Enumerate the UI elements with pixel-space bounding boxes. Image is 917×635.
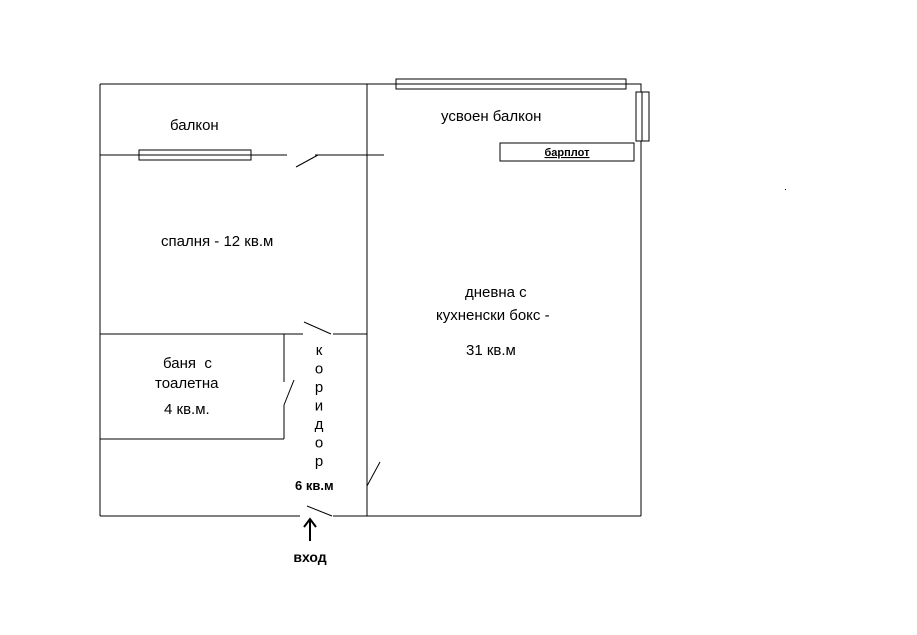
- bedroom-label: спалня - 12 кв.м: [161, 233, 273, 250]
- corridor-letter: о: [315, 361, 323, 378]
- corridor-letter: д: [315, 416, 324, 433]
- corridor-letter: и: [315, 398, 323, 415]
- bath-label-line2: тоалетна: [155, 375, 219, 392]
- bar-counter: барплот: [499, 142, 635, 162]
- outer-walls: [99, 83, 642, 517]
- door-entrance: [306, 505, 333, 517]
- bath-area-label: 4 кв.м.: [164, 401, 210, 418]
- windows: [138, 78, 650, 161]
- corridor-area-label: 6 кв.м: [295, 478, 334, 493]
- enclosed-balcony-label: усвоен балкон: [441, 108, 541, 125]
- corridor-letter: к: [316, 342, 323, 359]
- entrance-label: вход: [293, 549, 326, 565]
- bath-label-line1: баня с: [163, 355, 212, 372]
- entrance-arrow-icon: [303, 517, 317, 541]
- door-living: [366, 461, 381, 487]
- door-balcony: [295, 154, 319, 168]
- living-label-line2: кухненски бокс -: [436, 307, 550, 324]
- corridor-label: к о р и д о р: [315, 342, 324, 470]
- bar-counter-box: [499, 142, 635, 162]
- balcony-label: балкон: [170, 117, 219, 134]
- interior-walls: [100, 84, 384, 516]
- corridor-letter: р: [315, 453, 323, 470]
- bar-counter-label: барплот: [545, 147, 591, 159]
- corridor-letter: р: [315, 379, 323, 396]
- living-label-line1: дневна с: [465, 284, 527, 301]
- dot-mark: [785, 189, 786, 190]
- door-bath: [283, 379, 295, 406]
- corridor-letter: о: [315, 435, 323, 452]
- doors: [283, 154, 381, 517]
- door-bedroom: [303, 321, 332, 335]
- living-area-label: 31 кв.м: [466, 342, 516, 359]
- wall-top-right: [626, 83, 642, 92]
